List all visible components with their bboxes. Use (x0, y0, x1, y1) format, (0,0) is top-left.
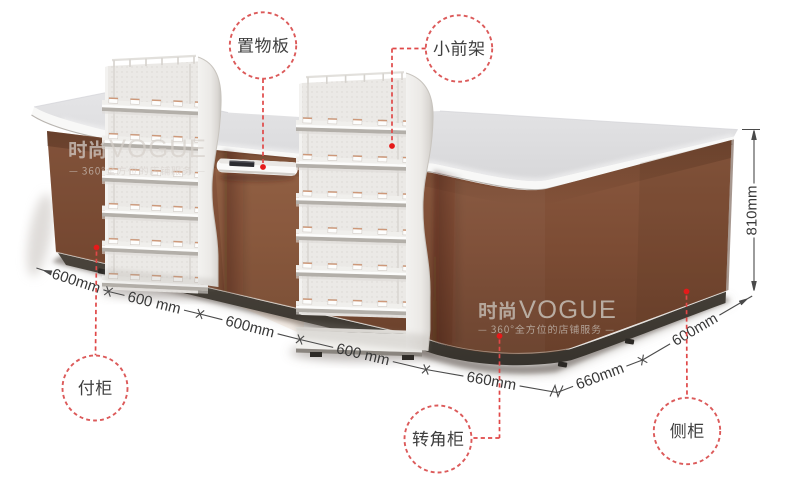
svg-text:660mm: 660mm (574, 360, 627, 394)
svg-text:810mm: 810mm (744, 185, 761, 235)
